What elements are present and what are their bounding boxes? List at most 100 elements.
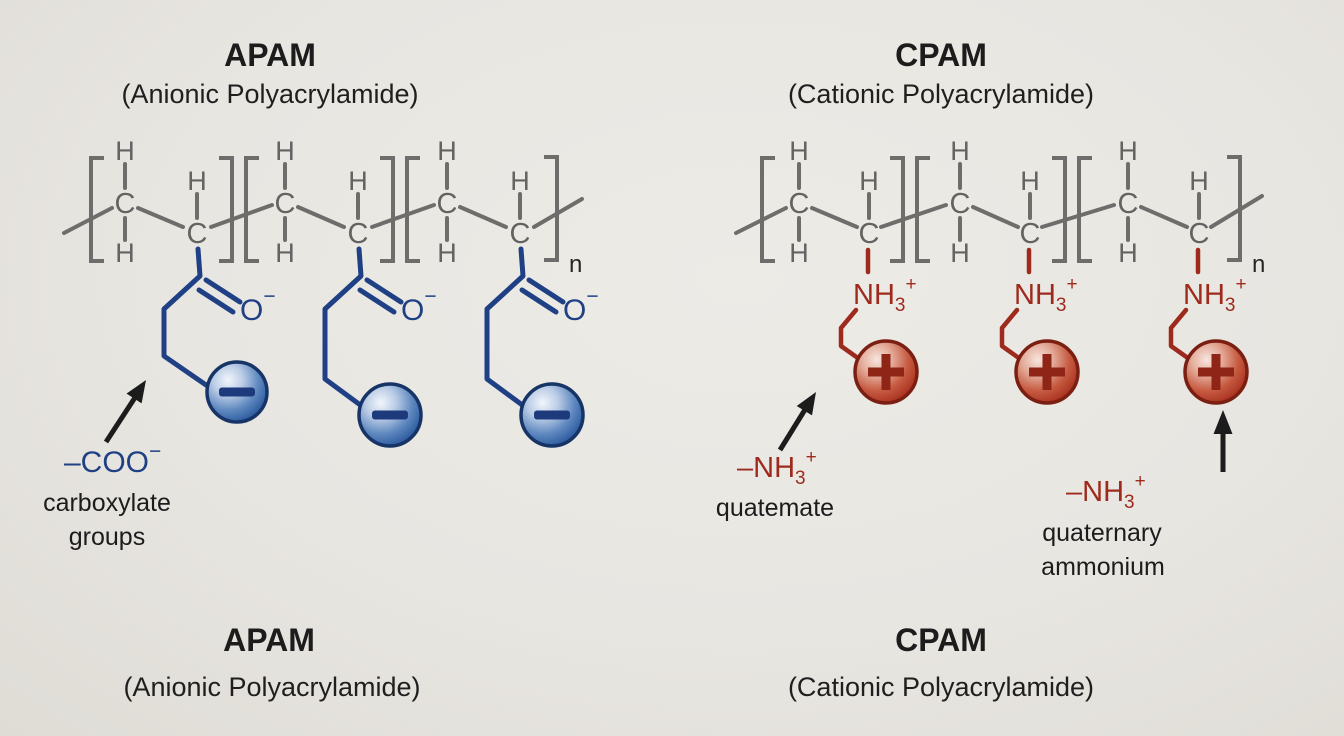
carboxylate-group-label: –COO− — [64, 440, 161, 479]
cation-sphere — [1014, 339, 1080, 405]
arrow-shaft — [103, 394, 139, 444]
open-bracket — [1077, 156, 1092, 263]
carbon-label: C — [1189, 218, 1210, 250]
amine-label: NH3+ — [1014, 274, 1078, 316]
close-bracket — [380, 156, 395, 263]
cpam-repeat-subscript: n — [1252, 251, 1265, 278]
minus-symbol — [534, 410, 570, 420]
cpam-cation-spheres — [853, 339, 1249, 405]
cpam-footer-title: CPAM — [895, 622, 987, 658]
ammonium-group-label: –NH3+ — [737, 447, 817, 489]
quaternary-caption-line2: ammonium — [1041, 553, 1165, 581]
cpam-header-subtitle: (Cationic Polyacrylamide) — [788, 79, 1094, 109]
quaternate-caption: quatemate — [716, 494, 834, 522]
arrow-head — [796, 392, 816, 416]
quaternary-caption-line1: quaternary — [1042, 519, 1162, 547]
open-bracket — [405, 156, 420, 263]
apam-backbone-bonds — [62, 162, 584, 242]
double-bond — [519, 287, 559, 315]
double-bond — [203, 277, 243, 305]
hydrogen-label: H — [1020, 166, 1040, 196]
carboxylate-caption-line2: groups — [69, 523, 145, 551]
apam-oxygen-labels: O− O− O− — [240, 285, 599, 327]
hydrogen-label: H — [1118, 238, 1138, 268]
open-bracket — [760, 156, 775, 263]
open-bracket — [915, 156, 930, 263]
minus-symbol — [219, 387, 255, 397]
hydrogen-label: H — [859, 166, 879, 196]
cpam-brackets — [760, 155, 1242, 263]
hydrogen-label: H — [187, 166, 207, 196]
carbon-label: C — [789, 188, 810, 220]
arrow-head — [1213, 410, 1233, 434]
carbon-label: C — [950, 188, 971, 220]
cpam-side-chains — [838, 247, 1201, 364]
oxygen-label: O− — [240, 285, 276, 327]
carbon-label: C — [348, 218, 369, 250]
plus-symbol — [1198, 354, 1234, 390]
close-bracket — [890, 156, 905, 263]
apam-header-title: APAM — [224, 37, 316, 73]
ammonium-group-label: –NH3+ — [1066, 471, 1146, 513]
side-chain-bond — [1168, 307, 1195, 364]
hydrogen-label: H — [437, 136, 457, 166]
carbon-label: C — [859, 218, 880, 250]
apam-annotation: –COO− carboxylate groups — [43, 380, 171, 551]
apam-footer-title: APAM — [223, 622, 315, 658]
open-bracket — [89, 156, 104, 263]
carbon-label: C — [1118, 188, 1139, 220]
carbon-label: C — [115, 188, 136, 220]
carbon-label: C — [1020, 218, 1041, 250]
apam-header-subtitle: (Anionic Polyacrylamide) — [121, 79, 418, 109]
cpam-footer-subtitle: (Cationic Polyacrylamide) — [788, 672, 1094, 702]
cpam-panel: CPAM (Cationic Polyacrylamide) n — [716, 37, 1265, 702]
cpam-backbone-bonds — [734, 162, 1264, 242]
close-bracket — [219, 156, 234, 263]
arrow-head — [126, 380, 146, 404]
double-bond — [364, 277, 404, 305]
anion-sphere — [205, 360, 269, 424]
hydrogen-label: H — [115, 238, 135, 268]
plus-symbol — [1029, 354, 1065, 390]
side-chain-bond — [161, 246, 209, 388]
anion-sphere — [519, 382, 585, 448]
hydrogen-label: H — [950, 238, 970, 268]
oxygen-label: O− — [401, 285, 437, 327]
cpam-header-title: CPAM — [895, 37, 987, 73]
hydrogen-label: H — [1118, 136, 1138, 166]
apam-footer-subtitle: (Anionic Polyacrylamide) — [123, 672, 420, 702]
cation-sphere — [1183, 339, 1249, 405]
hydrogen-label: H — [275, 238, 295, 268]
carbon-label: C — [437, 188, 458, 220]
hydrogen-label: H — [115, 136, 135, 166]
carbon-label: C — [510, 218, 531, 250]
apam-brackets — [89, 155, 559, 263]
cpam-atoms: H C H H C H C H H C H C H H C — [789, 136, 1210, 268]
amine-label: NH3+ — [853, 274, 917, 316]
apam-repeat-subscript: n — [569, 251, 582, 278]
hydrogen-label: H — [1189, 166, 1209, 196]
cpam-annotation-left: –NH3+ quatemate — [716, 392, 834, 522]
carboxylate-caption-line1: carboxylate — [43, 489, 171, 517]
apam-anion-spheres — [205, 360, 585, 448]
apam-side-chains — [161, 246, 566, 410]
arrow-shaft — [777, 406, 809, 452]
double-bond — [526, 277, 566, 305]
cpam-amine-labels: NH3+ NH3+ NH3+ — [853, 274, 1247, 316]
hydrogen-label: H — [275, 136, 295, 166]
hydrogen-label: H — [510, 166, 530, 196]
close-bracket — [1052, 156, 1067, 263]
cation-sphere — [853, 339, 919, 405]
amine-label: NH3+ — [1183, 274, 1247, 316]
side-chain-bond — [322, 246, 366, 410]
apam-panel: APAM (Anionic Polyacrylamide) n — [43, 37, 599, 702]
oxygen-label: O− — [563, 285, 599, 327]
double-bond — [357, 287, 397, 315]
carbon-label: C — [275, 188, 296, 220]
minus-symbol — [372, 410, 408, 420]
hydrogen-label: H — [789, 136, 809, 166]
open-bracket — [244, 156, 259, 263]
side-chain-bond — [999, 307, 1026, 364]
